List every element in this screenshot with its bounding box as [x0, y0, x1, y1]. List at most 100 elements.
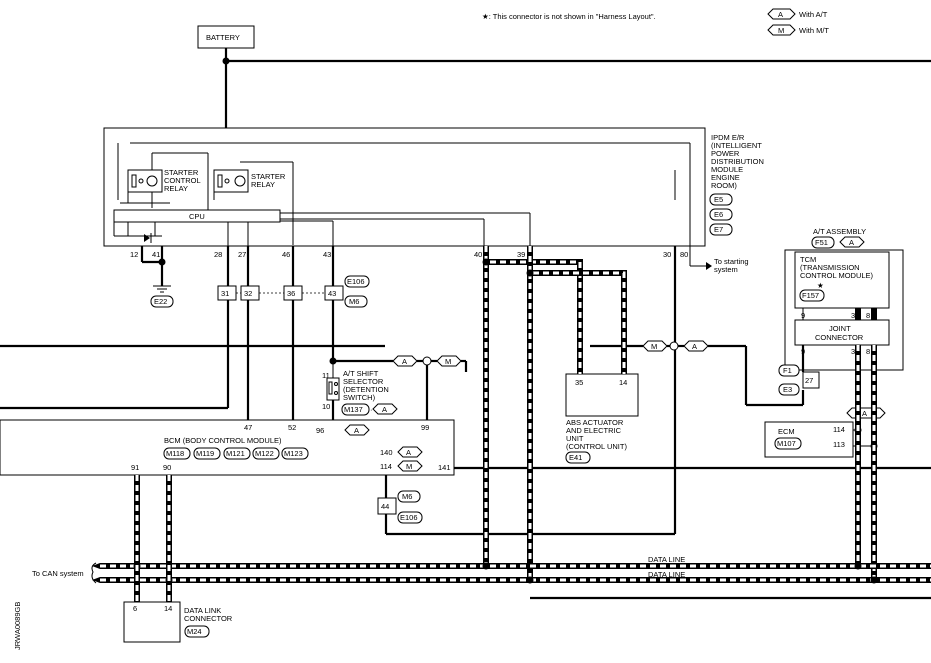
svg-text:3: 3	[851, 347, 855, 356]
svg-text:E6: E6	[714, 210, 723, 219]
svg-text:E7: E7	[714, 225, 723, 234]
svg-text:11: 11	[322, 371, 330, 380]
dlc-box	[123, 601, 181, 643]
svg-text:ENGINE: ENGINE	[711, 173, 740, 182]
svg-text:POWER: POWER	[711, 149, 740, 158]
svg-text:A: A	[849, 238, 854, 247]
svg-text:141: 141	[438, 463, 451, 472]
connector-note: ★: This connector is not shown in "Harne…	[482, 12, 656, 21]
shift-selector: 11 10 A/T SHIFT SELECTOR (DETENTION SWIT…	[322, 361, 398, 420]
cpu-box	[113, 209, 281, 223]
at-assembly-title: A/T ASSEMBLY	[813, 227, 866, 236]
svg-text:96: 96	[316, 426, 324, 435]
bcm-pins: 47 52 96 A 99 91 90 140 A 114 M 141	[131, 423, 451, 472]
svg-text:90: 90	[163, 463, 171, 472]
svg-text:52: 52	[288, 423, 296, 432]
svg-text:CONNECTOR: CONNECTOR	[815, 333, 864, 342]
ground-connector	[150, 295, 174, 308]
svg-text:IPDM E/R: IPDM E/R	[711, 133, 745, 142]
svg-text:ROOM): ROOM)	[711, 181, 737, 190]
svg-text:F51: F51	[815, 238, 828, 247]
svg-text:(CONTROL UNIT): (CONTROL UNIT)	[566, 442, 627, 451]
svg-text:36: 36	[287, 289, 295, 298]
svg-text:F157: F157	[802, 291, 819, 300]
svg-text:A: A	[382, 405, 387, 414]
svg-text:M: M	[651, 342, 657, 351]
diagram-code: JRWA0089GB	[13, 602, 22, 650]
svg-text:E3: E3	[783, 385, 792, 394]
svg-text:(INTELLIGENT: (INTELLIGENT	[711, 141, 762, 150]
joint-boxes: 31 32 36 43 E106 M6	[217, 246, 370, 420]
svg-text:27: 27	[238, 250, 246, 259]
svg-text:E41: E41	[569, 453, 582, 462]
svg-text:8: 8	[866, 311, 870, 320]
svg-text:113: 113	[833, 440, 845, 449]
svg-text:M24: M24	[187, 627, 202, 636]
svg-text:39: 39	[517, 250, 525, 259]
svg-text:41: 41	[152, 250, 160, 259]
svg-text:AND ELECTRIC: AND ELECTRIC	[566, 426, 622, 435]
svg-text:M119: M119	[196, 449, 214, 458]
svg-text:SWITCH): SWITCH)	[343, 393, 376, 402]
svg-text:STARTER: STARTER	[251, 172, 286, 181]
svg-text:DATA LINK: DATA LINK	[184, 606, 221, 615]
svg-text:6: 6	[133, 604, 137, 613]
svg-text:DISTRIBUTION: DISTRIBUTION	[711, 157, 764, 166]
svg-text:M121: M121	[226, 449, 245, 458]
svg-text:43: 43	[328, 289, 336, 298]
legend-at-text: With A/T	[799, 10, 828, 19]
svg-text:40: 40	[474, 250, 482, 259]
svg-text:DATA LINE: DATA LINE	[648, 555, 685, 564]
svg-text:99: 99	[421, 423, 429, 432]
to-can: To CAN system	[32, 569, 84, 578]
svg-text:28: 28	[214, 250, 222, 259]
svg-text:10: 10	[322, 402, 330, 411]
svg-text:RELAY: RELAY	[251, 180, 275, 189]
svg-text:TCM: TCM	[800, 255, 816, 264]
svg-text:A: A	[354, 426, 359, 435]
svg-text:140: 140	[380, 448, 393, 457]
svg-text:M122: M122	[255, 449, 274, 458]
svg-text:A: A	[402, 357, 407, 366]
svg-text:M: M	[445, 357, 451, 366]
svg-text:M6: M6	[349, 297, 359, 306]
svg-text:14: 14	[164, 604, 172, 613]
svg-text:46: 46	[282, 250, 290, 259]
svg-text:STARTER: STARTER	[164, 168, 199, 177]
svg-text:114: 114	[380, 462, 392, 471]
svg-text:M118: M118	[166, 449, 184, 458]
svg-text:8: 8	[866, 347, 870, 356]
svg-text:30: 30	[663, 250, 671, 259]
svg-text:system: system	[714, 265, 738, 274]
svg-text:91: 91	[131, 463, 139, 472]
svg-text:14: 14	[619, 378, 627, 387]
starter-control-relay: STARTER CONTROL RELAY	[120, 152, 209, 215]
ipdm-pins: 12 41 28 27 46 43 40 39 30 80	[130, 250, 688, 259]
svg-text:F1: F1	[783, 366, 792, 375]
svg-text:E106: E106	[347, 277, 365, 286]
svg-text:(DETENTION: (DETENTION	[343, 385, 389, 394]
legend-mt: M With M/T	[767, 24, 829, 36]
svg-text:CONTROL: CONTROL	[164, 176, 201, 185]
svg-text:CONNECTOR: CONNECTOR	[184, 614, 233, 623]
svg-text:M123: M123	[284, 449, 303, 458]
abs-box	[565, 373, 639, 417]
svg-text:ECM: ECM	[778, 427, 795, 436]
svg-text:M107: M107	[777, 439, 796, 448]
svg-text:M137: M137	[344, 405, 363, 414]
svg-text:M: M	[406, 462, 412, 471]
svg-text:114: 114	[833, 425, 845, 434]
legend-mt-text: With M/T	[799, 26, 829, 35]
svg-text:MODULE: MODULE	[711, 165, 743, 174]
svg-text:12: 12	[130, 250, 138, 259]
svg-text:27: 27	[805, 376, 813, 385]
legend-a-symbol: A	[778, 10, 783, 19]
svg-text:★: ★	[817, 281, 824, 290]
legend-m-symbol: M	[778, 26, 784, 35]
svg-text:A: A	[862, 409, 867, 418]
bcm-connectors: M118 M119 M121 M122 M123	[163, 447, 309, 460]
bcm-title: BCM (BODY CONTROL MODULE)	[164, 436, 282, 445]
svg-text:(TRANSMISSION: (TRANSMISSION	[800, 263, 860, 272]
svg-text:RELAY: RELAY	[164, 184, 188, 193]
